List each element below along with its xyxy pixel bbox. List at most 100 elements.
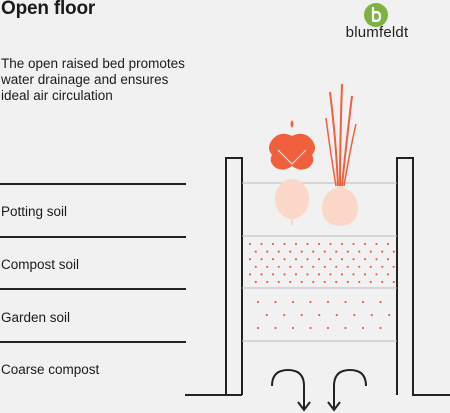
soil-dot bbox=[335, 265, 338, 268]
soil-dot bbox=[248, 273, 252, 276]
soil-dot bbox=[309, 300, 312, 304]
soil-dot bbox=[317, 242, 321, 246]
layer-label-garden-soil: Garden soil bbox=[1, 310, 71, 325]
soil-dot bbox=[375, 242, 378, 246]
drainage-arrow-left bbox=[271, 368, 311, 412]
soil-dot bbox=[254, 280, 257, 284]
soil-dot bbox=[248, 242, 252, 246]
soil-dot bbox=[361, 300, 365, 304]
soil-dot bbox=[274, 300, 277, 304]
soil-dot bbox=[291, 300, 295, 304]
soil-dot bbox=[369, 250, 372, 253]
soil-dot bbox=[294, 242, 298, 246]
soil-dot bbox=[392, 265, 395, 268]
soil-dot bbox=[277, 250, 280, 253]
soil-dot bbox=[379, 326, 382, 330]
soil-dot bbox=[326, 326, 330, 330]
soil-dot bbox=[306, 258, 309, 261]
soil-dot bbox=[346, 265, 349, 268]
brand-logo: blumfeldt bbox=[336, 2, 418, 42]
soil-dot bbox=[312, 250, 315, 253]
soil-dot bbox=[335, 250, 338, 253]
brand-name: blumfeldt bbox=[345, 24, 409, 41]
layer-divider bbox=[0, 236, 186, 238]
soil-dot bbox=[379, 300, 382, 304]
soil-dot bbox=[271, 242, 275, 246]
soil-dot bbox=[323, 250, 326, 253]
soil-dot bbox=[369, 265, 372, 268]
soil-dot bbox=[358, 250, 361, 253]
soil-dot bbox=[358, 265, 361, 268]
soil-dot bbox=[256, 326, 260, 330]
soil-dot bbox=[352, 258, 355, 261]
soil-dot bbox=[271, 258, 275, 261]
soil-dot bbox=[369, 280, 372, 284]
soil-dot bbox=[392, 250, 395, 253]
soil-dot bbox=[266, 250, 269, 253]
soil-dot bbox=[254, 265, 257, 268]
soil-dot bbox=[277, 280, 280, 284]
layer-label-coarse-compost: Coarse compost bbox=[1, 362, 100, 377]
soil-dot bbox=[260, 258, 263, 261]
soil-dot bbox=[306, 242, 309, 246]
soil-dot bbox=[256, 300, 260, 304]
soil-dot bbox=[323, 265, 326, 268]
soil-dot bbox=[323, 280, 326, 284]
right-wall bbox=[396, 157, 450, 396]
soil-dot bbox=[335, 313, 338, 317]
soil-dot bbox=[294, 273, 298, 276]
soil-dot bbox=[386, 273, 390, 276]
soil-dot bbox=[312, 280, 315, 284]
soil-dot bbox=[300, 280, 303, 284]
soil-dot bbox=[260, 242, 263, 246]
soil-dot bbox=[358, 280, 361, 284]
garden-soil-dots bbox=[256, 300, 391, 330]
soil-dot bbox=[346, 250, 349, 253]
soil-dot bbox=[283, 313, 286, 317]
soil-dot bbox=[289, 280, 292, 284]
soil-dot bbox=[329, 242, 332, 246]
soil-dot bbox=[317, 258, 321, 261]
soil-dot bbox=[254, 250, 257, 253]
soil-dot bbox=[274, 326, 277, 330]
soil-dot bbox=[312, 265, 315, 268]
soil-dot bbox=[353, 313, 356, 317]
soil-dot bbox=[375, 273, 378, 276]
soil-dot bbox=[266, 265, 269, 268]
soil-dot bbox=[300, 250, 303, 253]
soil-dot bbox=[386, 242, 390, 246]
soil-dot bbox=[289, 250, 292, 253]
soil-dot bbox=[294, 258, 298, 261]
soil-dot bbox=[265, 313, 268, 317]
soil-dot bbox=[335, 280, 338, 284]
soil-dot bbox=[300, 313, 303, 317]
soil-dot bbox=[309, 326, 312, 330]
soil-dot bbox=[381, 265, 384, 268]
onion-icon bbox=[322, 83, 358, 226]
soil-dot bbox=[392, 280, 395, 284]
soil-dot bbox=[283, 242, 286, 246]
soil-dot bbox=[361, 326, 365, 330]
beetroot-icon bbox=[269, 120, 315, 225]
layer-label-compost-soil: Compost soil bbox=[1, 257, 80, 272]
soil-dot bbox=[388, 313, 391, 317]
soil-dot bbox=[329, 258, 332, 261]
soil-dot bbox=[289, 265, 292, 268]
soil-dot bbox=[329, 273, 332, 276]
soil-dot bbox=[363, 258, 367, 261]
soil-dot bbox=[340, 273, 344, 276]
soil-dot bbox=[317, 273, 321, 276]
layer-divider bbox=[0, 341, 186, 343]
drainage-arrow-right bbox=[327, 368, 367, 412]
blumfeldt-logo-icon bbox=[364, 3, 388, 27]
soil-dot bbox=[266, 280, 269, 284]
soil-dot bbox=[370, 313, 373, 317]
soil-dot bbox=[381, 280, 384, 284]
soil-dot bbox=[260, 273, 263, 276]
soil-dot bbox=[381, 250, 384, 253]
soil-dot bbox=[283, 258, 286, 261]
left-wall bbox=[185, 157, 243, 396]
soil-dot bbox=[375, 258, 378, 261]
soil-dot bbox=[344, 300, 347, 304]
soil-dot bbox=[340, 258, 344, 261]
